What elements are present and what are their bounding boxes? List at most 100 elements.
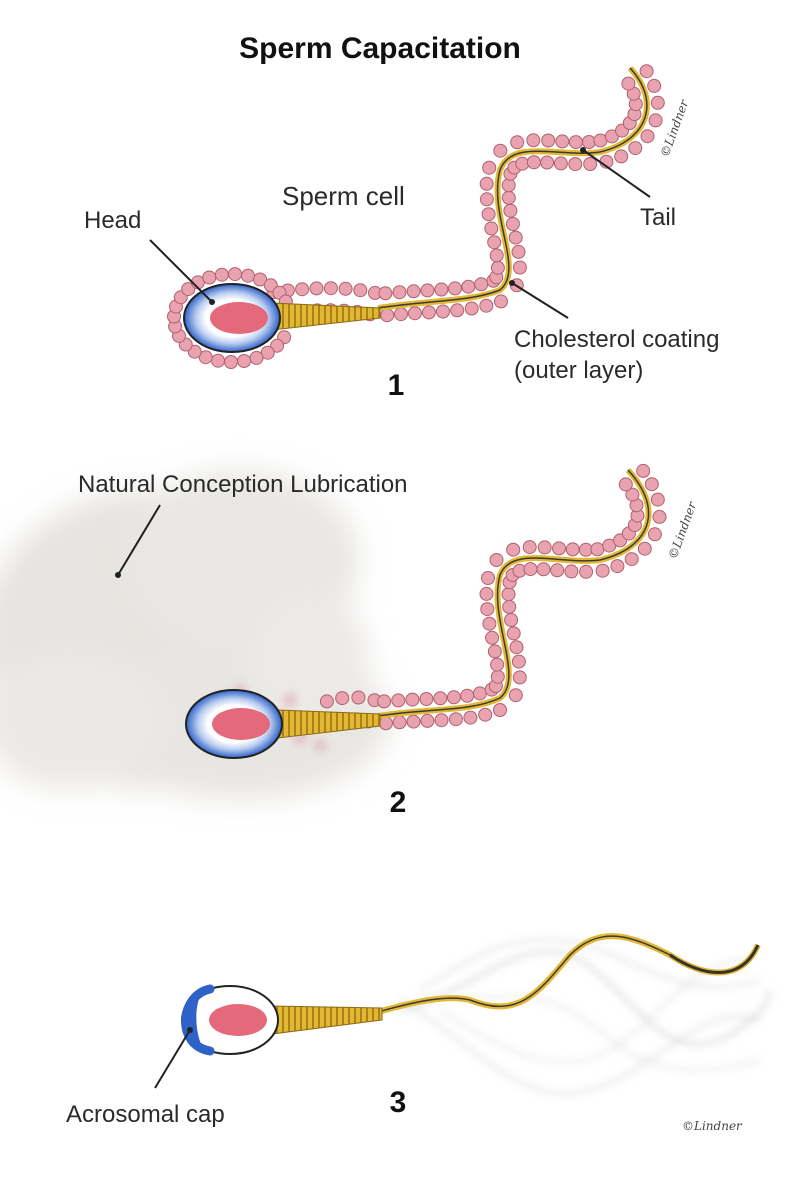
cholesterol-bead xyxy=(515,156,530,171)
cholesterol-bead xyxy=(338,281,353,296)
cholesterol-bead xyxy=(461,279,476,294)
panel-3-midpiece xyxy=(271,1005,383,1035)
cholesterol-bead xyxy=(198,350,213,365)
label-sperm-cell: Sperm cell xyxy=(282,181,405,211)
cholesterol-bead xyxy=(490,657,505,672)
panel-3-number: 3 xyxy=(390,1086,407,1119)
cholesterol-bead xyxy=(351,690,366,705)
cholesterol-bead xyxy=(436,304,450,319)
leader-acrosomal-cap xyxy=(154,1029,191,1089)
cholesterol-bead xyxy=(648,113,663,128)
cholesterol-bead xyxy=(553,156,568,171)
label-head: Head xyxy=(84,207,141,234)
panel-2-nucleus xyxy=(212,708,270,740)
cholesterol-bead xyxy=(541,133,556,148)
cholesterol-bead xyxy=(406,284,421,299)
cholesterol-bead xyxy=(490,669,505,684)
cholesterol-bead xyxy=(434,282,449,297)
cholesterol-bead xyxy=(579,564,594,579)
leader-lubrication xyxy=(117,504,161,576)
cholesterol-bead xyxy=(480,602,495,617)
leader-coating xyxy=(511,282,569,319)
cholesterol-bead xyxy=(506,542,521,557)
cholesterol-bead xyxy=(448,712,463,727)
cholesterol-bead xyxy=(504,613,519,627)
diagram-title: Sperm Capacitation xyxy=(239,32,521,65)
motion-blur-traces xyxy=(399,937,772,1096)
cholesterol-bead xyxy=(405,692,420,707)
cholesterol-bead xyxy=(637,541,652,556)
cholesterol-bead xyxy=(610,559,625,574)
cholesterol-bead xyxy=(319,694,334,709)
cholesterol-bead xyxy=(511,244,526,259)
cholesterol-bead xyxy=(241,268,255,283)
cholesterol-bead xyxy=(482,616,497,631)
cholesterol-bead xyxy=(618,477,633,492)
cholesterol-bead xyxy=(526,155,541,170)
cholesterol-bead xyxy=(568,135,583,150)
cholesterol-bead xyxy=(484,221,499,236)
cholesterol-bead xyxy=(481,207,496,222)
cholesterol-bead xyxy=(614,149,629,164)
cholesterol-bead xyxy=(568,157,583,172)
cholesterol-bead xyxy=(260,345,275,360)
cholesterol-bead xyxy=(540,155,555,170)
cholesterol-bead xyxy=(536,562,551,577)
cholesterol-bead xyxy=(647,527,662,542)
cholesterol-bead xyxy=(479,586,494,601)
cholesterol-bead xyxy=(228,267,242,282)
cholesterol-bead xyxy=(420,283,435,298)
cholesterol-bead xyxy=(621,76,636,91)
cholesterol-bead xyxy=(479,176,494,191)
cholesterol-bead xyxy=(472,686,487,701)
cholesterol-bead xyxy=(508,688,523,703)
cholesterol-bead xyxy=(237,354,252,368)
cholesterol-bead xyxy=(474,277,489,292)
panel-3-nucleus xyxy=(209,1004,267,1036)
panel-3-tail-end xyxy=(669,944,760,974)
cholesterol-bead xyxy=(485,630,500,645)
panel-3: Acrosomal cap 3 ©Lindner xyxy=(66,933,772,1133)
cholesterol-bead xyxy=(640,129,655,144)
panel-3-acrosome-shell xyxy=(181,984,215,1056)
cholesterol-bead xyxy=(181,282,196,297)
cholesterol-bead xyxy=(214,267,229,282)
cholesterol-bead xyxy=(636,463,651,478)
cholesterol-bead xyxy=(512,260,527,275)
cholesterol-bead xyxy=(625,487,640,502)
cholesterol-bead xyxy=(487,235,502,250)
cholesterol-bead xyxy=(224,355,238,369)
cholesterol-bead xyxy=(450,303,465,318)
lubrication-cloud xyxy=(0,470,390,800)
panel-1-number: 1 xyxy=(388,369,405,402)
cholesterol-bead xyxy=(503,203,518,218)
cholesterol-bead xyxy=(582,135,596,149)
cholesterol-bead xyxy=(512,670,527,685)
cholesterol-bead xyxy=(419,692,434,706)
cholesterol-bead xyxy=(391,693,406,708)
cholesterol-bead xyxy=(639,64,654,79)
cholesterol-bead xyxy=(523,562,538,577)
cholesterol-bead xyxy=(502,599,517,614)
cholesterol-bead xyxy=(628,141,643,156)
cholesterol-bead xyxy=(537,540,552,555)
signature-3: ©Lindner xyxy=(682,1119,743,1133)
cholesterol-bead xyxy=(501,587,516,602)
cholesterol-bead xyxy=(509,640,524,655)
cholesterol-bead xyxy=(505,217,520,231)
cholesterol-bead xyxy=(394,307,408,322)
cholesterol-bead xyxy=(434,713,449,728)
cholesterol-bead xyxy=(335,691,350,706)
cholesterol-bead xyxy=(501,190,516,205)
cholesterol-bead xyxy=(249,350,264,365)
cholesterol-bead xyxy=(295,282,310,297)
cholesterol-bead xyxy=(448,281,462,296)
cholesterol-bead xyxy=(522,540,537,555)
cholesterol-bead xyxy=(353,283,368,298)
leader-lubrication-dot xyxy=(115,572,121,578)
cholesterol-bead xyxy=(323,281,338,296)
cholesterol-bead xyxy=(624,552,639,567)
cholesterol-bead xyxy=(270,338,285,353)
cholesterol-bead xyxy=(501,178,516,193)
